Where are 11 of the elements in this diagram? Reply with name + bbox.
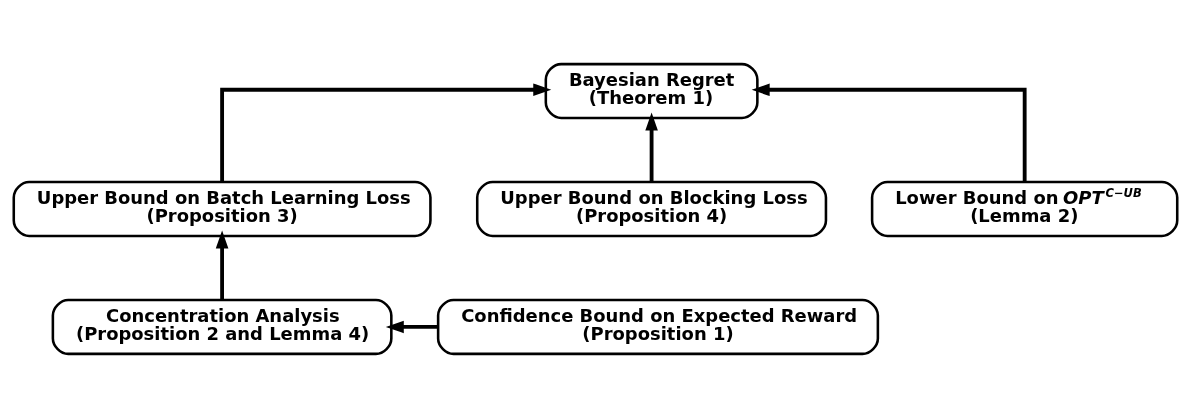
node-box: Upper Bound on Blocking Loss (Proposition 4) [475, 180, 828, 237]
arrow [215, 229, 229, 300]
arrow [385, 320, 438, 333]
arrow [645, 111, 658, 182]
node-box: Bayesian Regret (Theorem 1) [544, 62, 759, 119]
node-box: Lower Bound on OPT$^{C−UB}$ (Lemma 2) [870, 180, 1179, 237]
node-box: Confidence Bound on Expected Reward (Proposition 1) [436, 298, 880, 355]
node-box: Upper Bound on Batch Learning Loss (Proposition 3) [12, 180, 432, 237]
arrow [220, 82, 552, 182]
arrow [751, 82, 1027, 182]
node-box: Concentration Analysis (Proposition 2 and Lemma 4) [51, 298, 393, 355]
